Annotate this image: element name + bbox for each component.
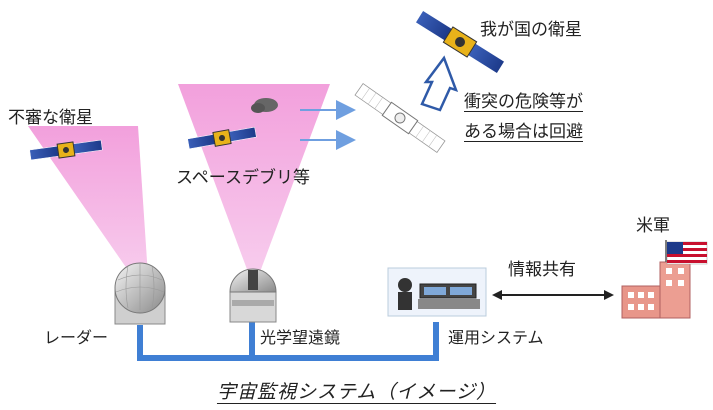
suspicious-satellite-label: 不審な衛星 — [8, 108, 93, 128]
avoidance-label-line2: ある場合は回避 — [464, 122, 583, 142]
radar-beam — [28, 126, 148, 276]
operation-console-icon — [387, 267, 487, 317]
info-sharing-arrowhead-left — [492, 290, 502, 300]
us-military-building-icon — [621, 240, 691, 319]
radar-icon — [114, 262, 166, 325]
us-flag-icon — [666, 241, 708, 265]
our-satellite-icon — [415, 10, 505, 74]
debris-cloud-part — [251, 103, 265, 113]
info-sharing-arrowhead-right — [604, 290, 614, 300]
avoidance-label-line1: 衝突の危険等が — [464, 92, 583, 112]
operation-system-label: 運用システム — [448, 328, 544, 347]
telescope-beam — [178, 84, 330, 272]
optical-telescope-icon — [229, 268, 277, 323]
avoidance-arrow — [420, 55, 459, 112]
debris-satellite-icon — [187, 126, 257, 150]
us-military-label: 米軍 — [636, 216, 670, 236]
info-sharing-label: 情報共有 — [508, 260, 576, 280]
network-connection-line — [137, 322, 439, 361]
our-satellite-label: 我が国の衛星 — [480, 20, 582, 40]
diagram-caption: 宇宙監視システム（イメージ） — [216, 381, 497, 403]
our-satellite-before-icon — [354, 83, 446, 153]
radar-label: レーダー — [44, 328, 109, 347]
optical-telescope-label: 光学望遠鏡 — [260, 328, 341, 347]
suspicious-satellite-icon — [29, 139, 103, 161]
space-debris-label: スペースデブリ等 — [176, 168, 310, 188]
